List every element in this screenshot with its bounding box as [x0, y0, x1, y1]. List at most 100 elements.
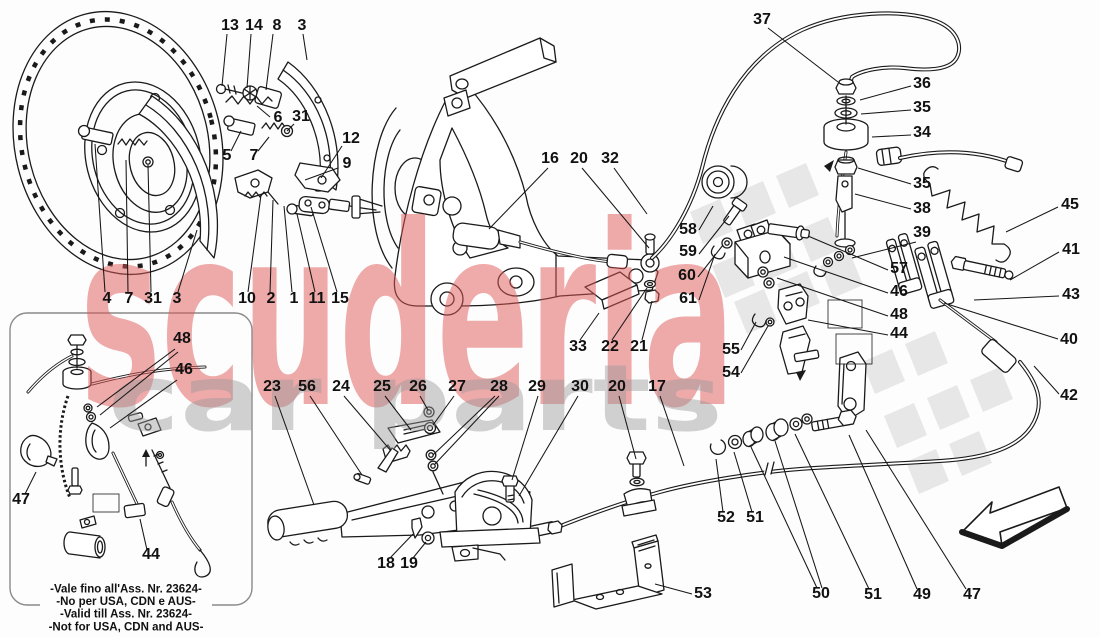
callout-59-label: 59: [679, 243, 697, 260]
callout-40-label: 40: [1060, 331, 1078, 348]
knuckle-bracket: [351, 37, 659, 316]
support-bracket-53: [551, 534, 665, 610]
note-line-3: -Valid till Ass. Nr. 23624-: [60, 609, 192, 621]
callout-18-leader: [389, 533, 414, 559]
short-cable-right: [875, 146, 1024, 173]
callout-7-label: 7: [250, 147, 259, 164]
callout-37-leader: [767, 27, 839, 83]
callout-8-label: 8: [273, 17, 282, 34]
cable-clamp: [621, 451, 657, 517]
callout-11-leader: [296, 213, 316, 293]
pin-18-washer-19: [411, 517, 435, 545]
callout-61-leader: [698, 253, 716, 301]
clevis-forks-right: [813, 233, 1014, 309]
callout-47-label: 47: [12, 491, 30, 508]
callout-14-label: 14: [245, 17, 263, 34]
callout-33-leader: [579, 312, 600, 341]
callout-48-leader: [96, 348, 176, 408]
callout-52-label: 52: [717, 509, 735, 526]
support-bracket-38: [824, 160, 856, 248]
callout-41-label: 41: [1062, 241, 1080, 258]
callout-21-leader: [641, 300, 653, 341]
pawl-parts: [353, 406, 444, 495]
callout-24-leader: [343, 395, 392, 452]
callout-31-leader: [286, 123, 295, 132]
callout-3-label: 3: [173, 290, 182, 307]
callout-38-leader: [854, 193, 912, 210]
callout-9-label: 9: [343, 155, 352, 172]
note-text-background: [40, 583, 212, 635]
callout-47-leader: [24, 471, 37, 495]
callout-34-label: 34: [913, 124, 931, 141]
callout-26-label: 26: [409, 378, 427, 395]
compensator-cable-loop: [650, 11, 1024, 260]
callout-46-leader: [783, 256, 889, 294]
sub-watermark: car parts: [108, 345, 723, 452]
callout-54-label: 54: [722, 364, 740, 381]
callout-49-leader: [848, 434, 918, 590]
callout-15-label: 15: [331, 290, 349, 307]
direction-arrow: [959, 486, 1070, 549]
callout-20-label: 20: [608, 378, 626, 395]
callout-17-leader: [659, 395, 685, 467]
callout-48-leader: [99, 351, 179, 416]
sector-bolt-29: [501, 475, 519, 503]
callout-29-leader: [511, 395, 539, 481]
callout-8-leader: [265, 33, 274, 91]
callout-56-label: 56: [298, 378, 316, 395]
callout-51-leader: [733, 451, 753, 513]
pivot-bolt-49: [811, 409, 857, 432]
inset-variant-box: [9, 312, 253, 635]
callout-19-label: 19: [400, 555, 418, 572]
callout-25-leader: [384, 395, 412, 431]
callout-23-leader: [274, 395, 315, 506]
callout-50-leader: [774, 440, 823, 589]
callout-3-leader: [302, 33, 308, 61]
callout-9-leader: [304, 167, 339, 181]
callout-57-leader: [807, 235, 889, 271]
callout-58-leader: [698, 205, 714, 231]
callout-49-label: 49: [913, 586, 931, 603]
callout-58-label: 58: [679, 221, 697, 238]
callout-20-leader: [618, 395, 637, 460]
callout-40-leader: [943, 302, 1059, 340]
callout-12-label: 12: [342, 130, 360, 147]
bell-crank-assembly: [709, 299, 873, 455]
callout-53-leader: [654, 583, 693, 595]
callout-51-label: 51: [864, 586, 882, 603]
callout-51-leader: [794, 433, 870, 590]
inset-grommet-stack: [62, 334, 92, 390]
callout-1-leader: [283, 205, 293, 293]
callout-42-label: 42: [1060, 387, 1078, 404]
callout-28-label: 28: [490, 378, 508, 395]
note-box-text: -Vale fino all'Ass. Nr. 23624--No per US…: [49, 584, 204, 634]
front-cable-and-eyelet: [452, 222, 660, 310]
note-line-1: -Vale fino all'Ass. Nr. 23624-: [50, 584, 202, 596]
callout-3-leader: [177, 229, 198, 293]
callout-29-label: 29: [528, 378, 546, 395]
callout-35-label: 35: [913, 99, 931, 116]
callout-13-label: 13: [221, 17, 239, 34]
callout-14-leader: [246, 33, 252, 89]
note-line-2: -No per USA, CDN e AUS-: [56, 596, 196, 608]
bushing-50b: [765, 418, 789, 442]
callout-27-leader: [432, 395, 455, 426]
callout-17-label: 17: [648, 378, 666, 395]
callout-13-leader: [221, 33, 228, 87]
callout-48-label: 48: [890, 306, 908, 323]
callout-44-label: 44: [142, 546, 160, 563]
callout-43-label: 43: [1062, 286, 1080, 303]
callout-3-label: 3: [298, 17, 307, 34]
callout-2-leader: [269, 199, 274, 293]
callout-39-leader: [851, 241, 917, 259]
callout-10-label: 10: [238, 290, 256, 307]
callout-48-label: 48: [173, 330, 191, 347]
callout-36-leader: [859, 85, 912, 101]
callout-6-leader: [256, 105, 271, 118]
callout-33-label: 33: [569, 338, 587, 355]
callout-31-label: 31: [144, 290, 162, 307]
callout-22-label: 22: [601, 338, 619, 355]
